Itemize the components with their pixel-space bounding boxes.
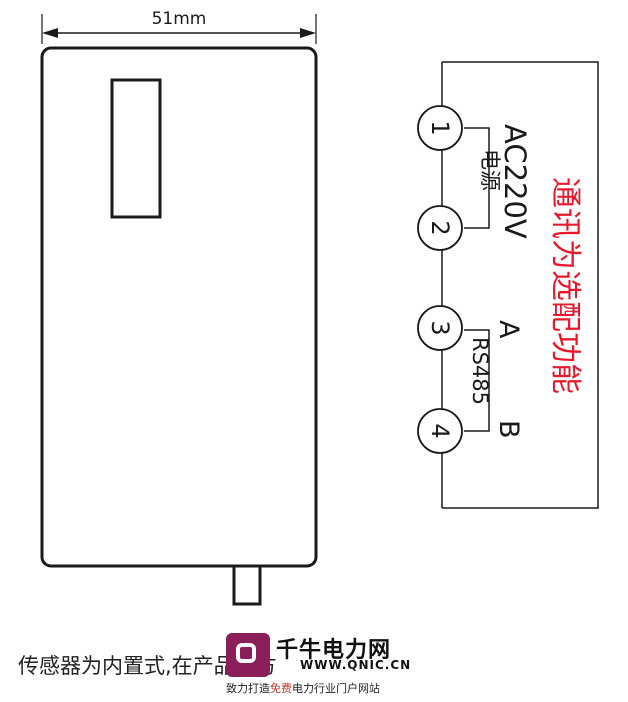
terminal-3-label: 3 [426,320,454,335]
slogan-pre: 致力打造 [226,682,270,695]
rs485-bracket [464,329,490,432]
power-name-label: 电源 [478,149,502,191]
rs485-b-label: B [493,420,524,439]
rs485-name-label: RS485 [468,337,492,405]
rs485-a-label: A [493,320,524,339]
terminal-1: 1 [417,105,463,151]
sensor-port [232,564,262,606]
power-voltage-label: AC220V [498,124,532,239]
terminal-1-label: 1 [426,120,454,135]
watermark-slogan: 致力打造免费电力行业门户网站 [226,680,380,696]
power-bracket [464,127,490,229]
arrow-right-icon [300,28,316,38]
slogan-highlight: 免费 [270,682,292,695]
terminal-2-label: 2 [426,220,454,235]
terminal-4-label: 4 [426,423,454,438]
watermark-url: WWW.QNIC.CN [300,658,412,672]
arrow-left-icon [42,28,58,38]
dimension-label: 51mm [152,9,207,29]
wiring-frame [442,61,599,509]
comm-optional-note: 通讯为选配功能 [547,177,583,394]
device-outline [40,46,318,568]
watermark-logo-icon [226,633,270,677]
watermark-brand: 千牛电力网 [276,638,392,663]
dimension-annotation: 51mm [41,9,317,44]
terminal-3: 3 [417,305,463,351]
terminal-4: 4 [417,408,463,454]
watermark-logo-mark [236,643,256,663]
slogan-post: 电力行业门户网站 [292,682,380,695]
terminal-2: 2 [417,205,463,251]
display-window [110,78,162,219]
